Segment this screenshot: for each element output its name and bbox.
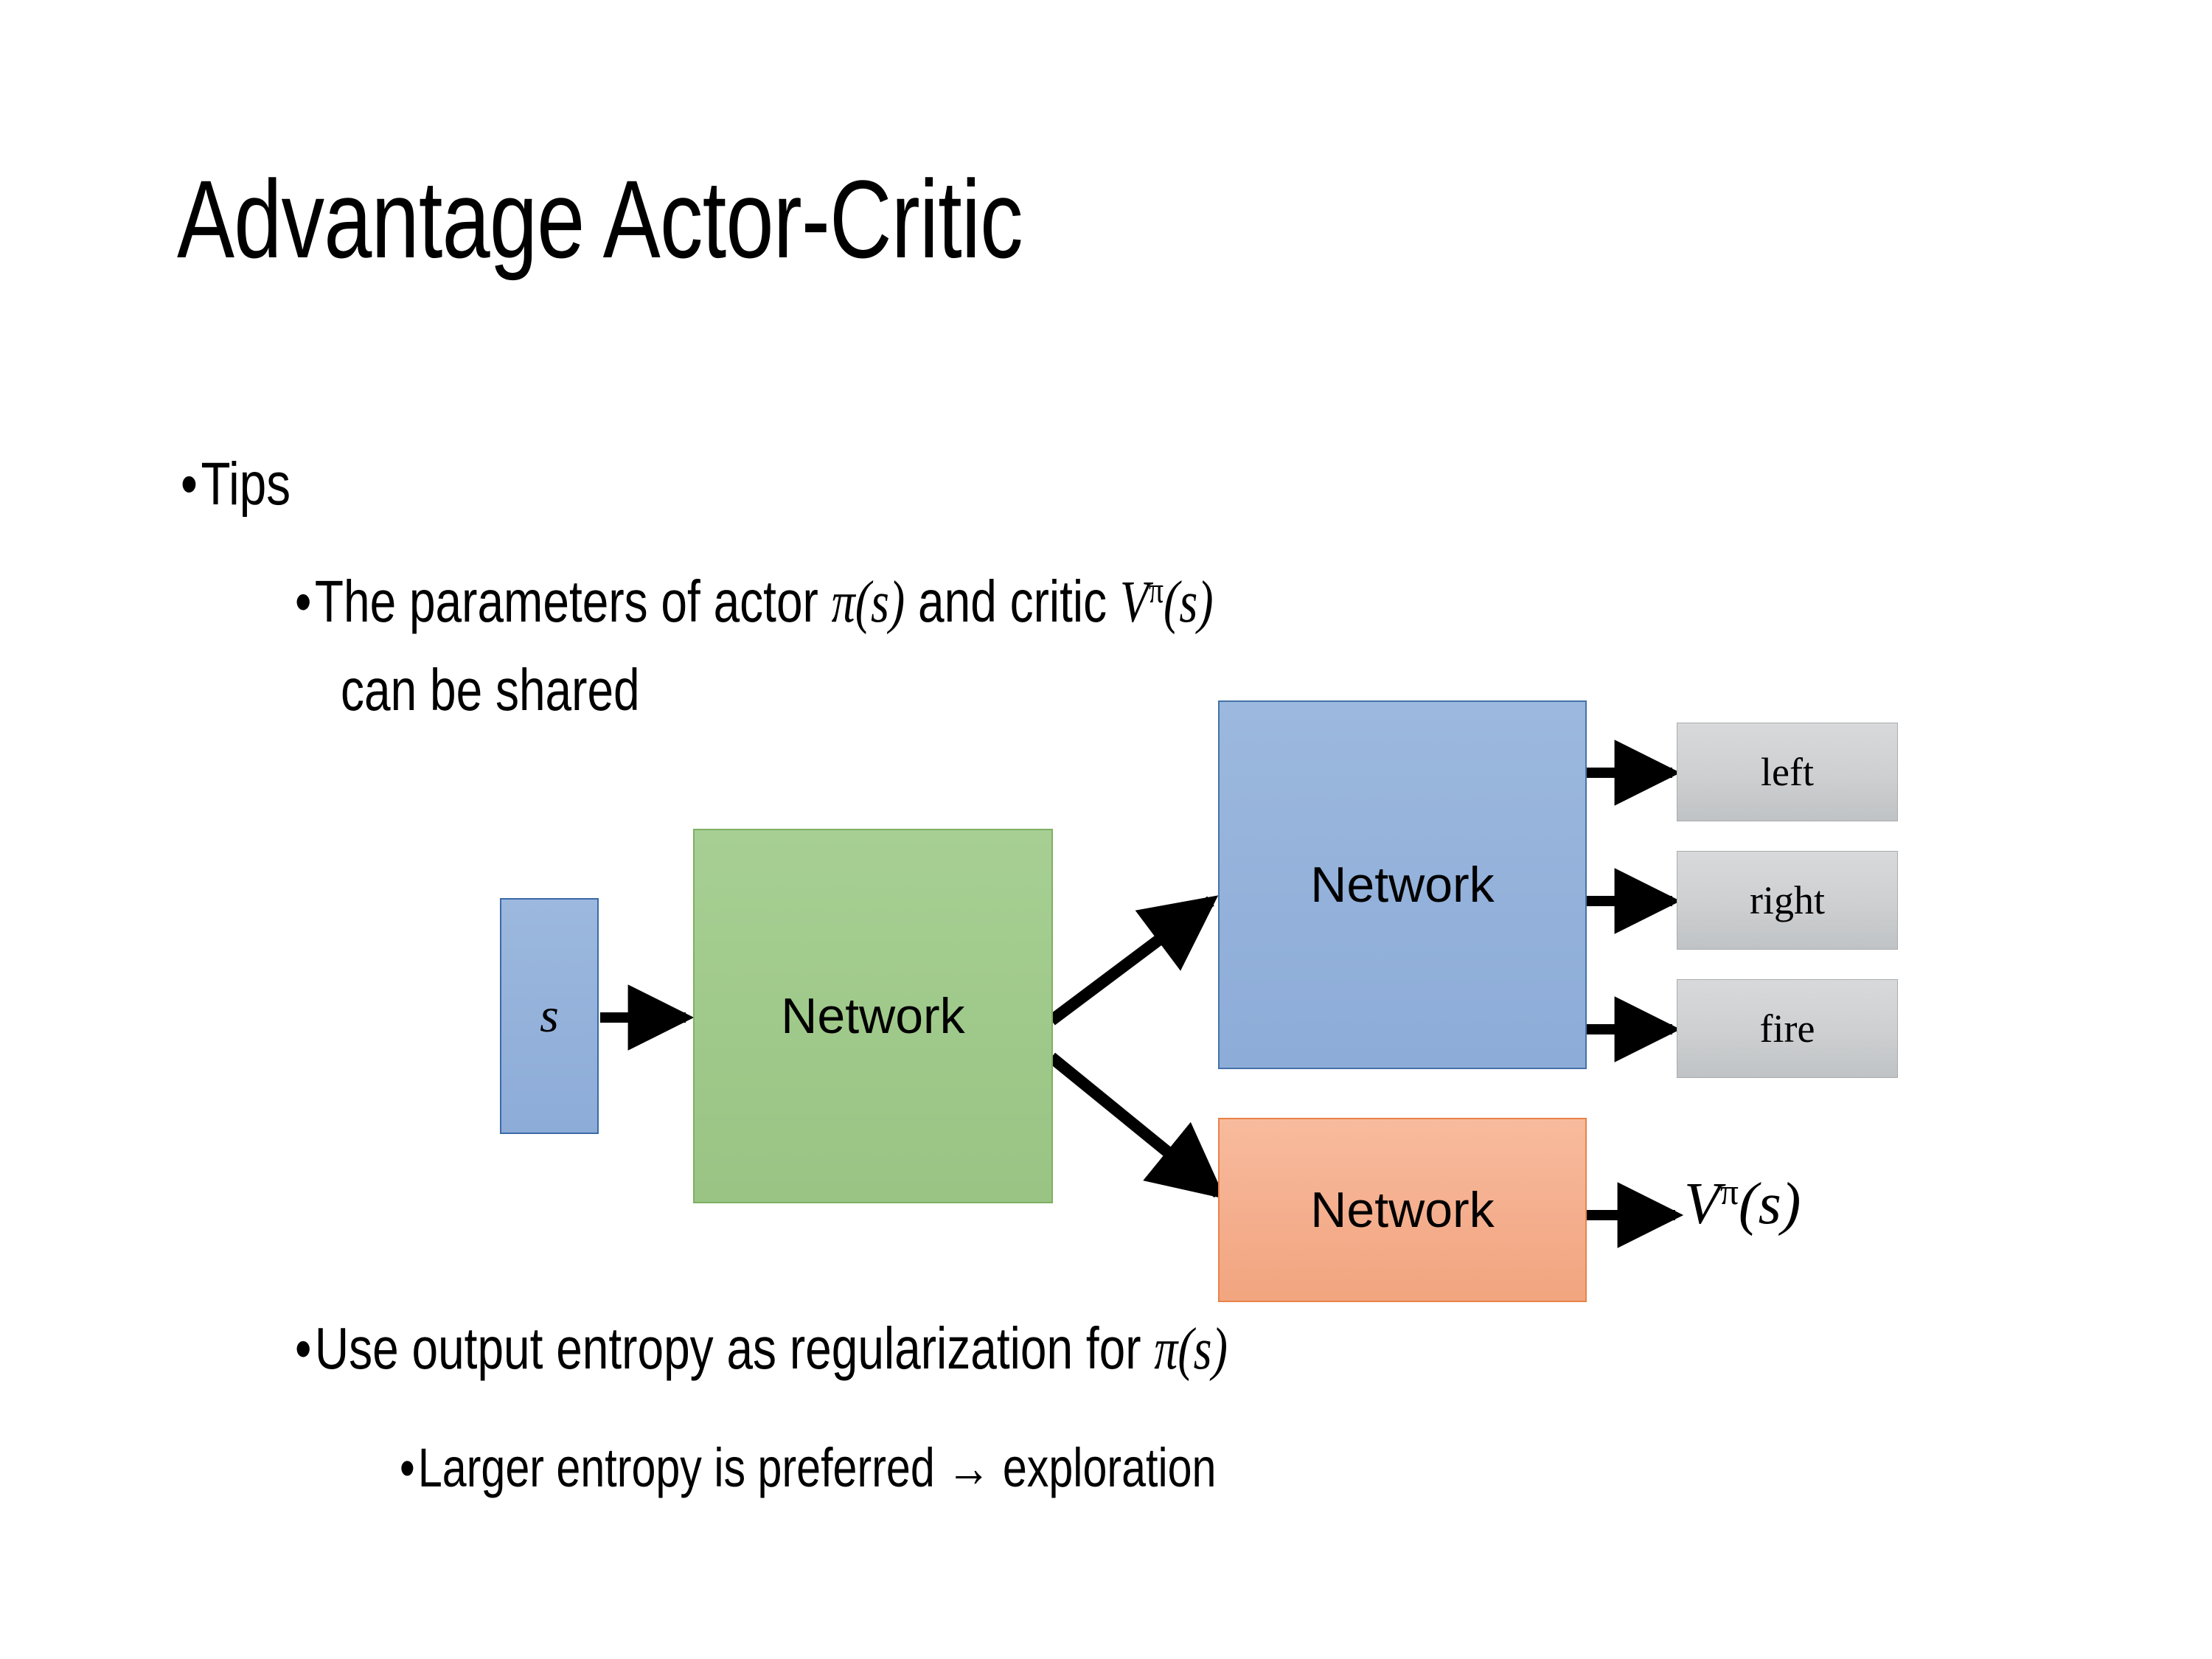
bullet-tips-label: Tips xyxy=(201,451,291,518)
value-V-symbol: V xyxy=(1684,1172,1720,1237)
bullet-shared-params-text-a: The parameters of actor xyxy=(314,568,832,634)
value-function-output: Vπ(s) xyxy=(1684,1171,1801,1238)
state-input-box: s xyxy=(500,898,599,1134)
bullet-larger-entropy-label: Larger entropy is preferred → exploratio… xyxy=(417,1437,1217,1498)
action-label-fire: fire xyxy=(1759,1006,1815,1051)
bullet-entropy-text: Use output entropy as regularization for xyxy=(314,1315,1155,1381)
math-V-critic: V xyxy=(1119,570,1149,635)
actor-network-box: Network xyxy=(1218,700,1587,1069)
bullet-marker: • xyxy=(400,1437,415,1498)
bullet-shared-params-text-b: and critic xyxy=(905,568,1120,634)
critic-network-box: Network xyxy=(1218,1118,1587,1302)
state-input-label: s xyxy=(540,989,559,1043)
arrow-shared-to-critic xyxy=(1047,1052,1225,1200)
bullet-shared-params-line2: can be shared xyxy=(341,656,640,724)
math-paren-s-critic: (s) xyxy=(1164,570,1214,635)
bullet-shared-params-line1: •The parameters of actor π(s) and critic… xyxy=(295,568,1214,636)
math-V-superscript-pi: π xyxy=(1148,570,1164,611)
bullet-larger-entropy: •Larger entropy is preferred → explorati… xyxy=(400,1436,1216,1499)
bullet-marker: • xyxy=(295,1315,312,1381)
shared-network-box: Network xyxy=(693,829,1053,1203)
action-box-left: left xyxy=(1677,723,1898,821)
math-paren-s-entropy: (s) xyxy=(1178,1317,1228,1382)
math-paren-s-actor: (s) xyxy=(855,570,905,635)
bullet-marker: • xyxy=(181,451,198,518)
critic-network-label: Network xyxy=(1310,1182,1495,1238)
action-box-fire: fire xyxy=(1677,979,1898,1078)
actor-network-label: Network xyxy=(1310,857,1495,913)
action-label-left: left xyxy=(1761,750,1814,794)
math-pi-entropy: π xyxy=(1154,1317,1178,1382)
bullet-shared-params-line2-label: can be shared xyxy=(341,657,640,723)
math-pi-actor: π xyxy=(831,570,855,635)
action-label-right: right xyxy=(1750,878,1825,922)
bullet-entropy-regularization: •Use output entropy as regularization fo… xyxy=(295,1315,1228,1383)
arrow-shared-to-actor xyxy=(1048,895,1219,1026)
action-box-right: right xyxy=(1677,851,1898,950)
value-V-superscript-pi: π xyxy=(1719,1172,1739,1213)
shared-network-label: Network xyxy=(781,988,965,1044)
value-V-argument: (s) xyxy=(1738,1172,1801,1237)
bullet-tips: •Tips xyxy=(181,450,291,519)
bullet-marker: • xyxy=(295,568,312,634)
page-title: Advantage Actor-Critic xyxy=(177,157,1023,281)
